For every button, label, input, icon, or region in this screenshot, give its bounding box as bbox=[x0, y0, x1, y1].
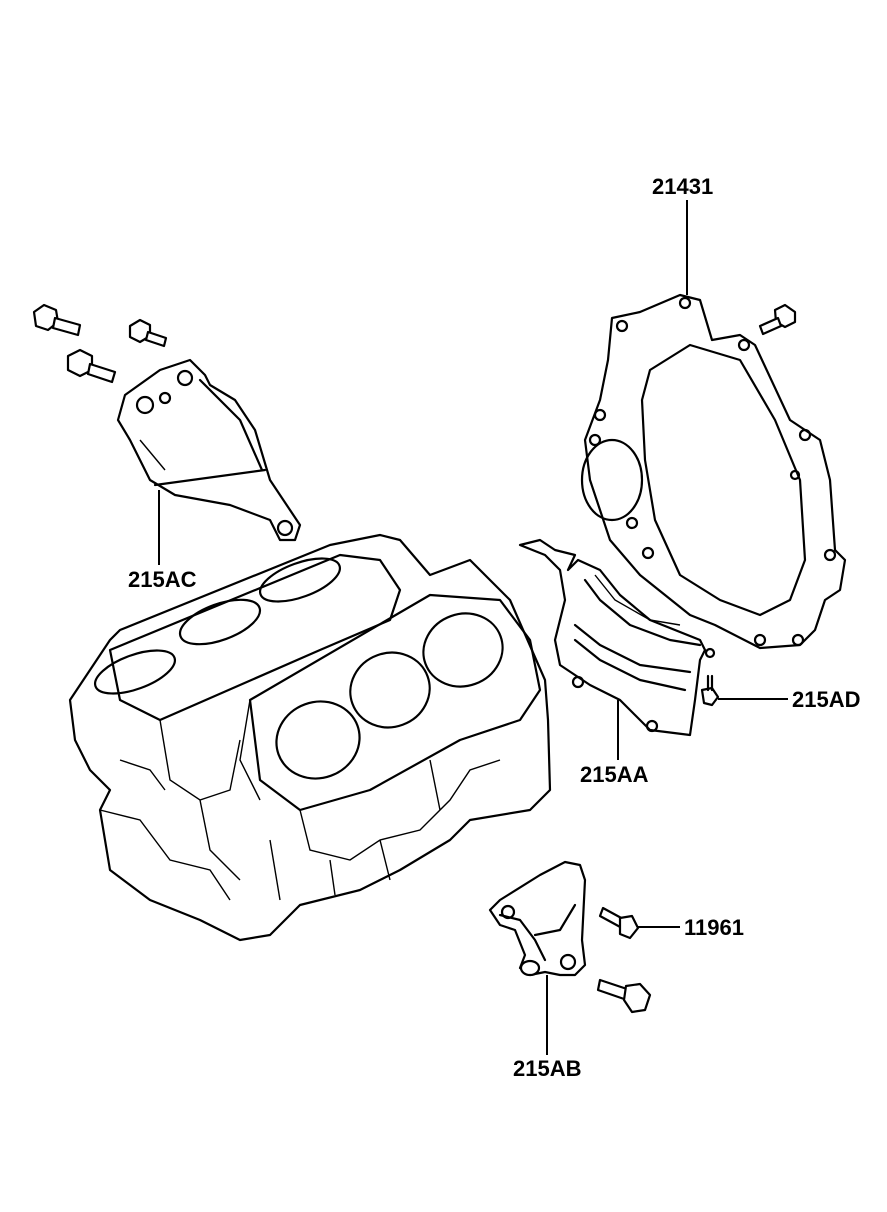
bolt-11961 bbox=[598, 906, 640, 940]
bolt-top-left-3 bbox=[66, 348, 117, 384]
part-label-gasket: 21431 bbox=[652, 174, 714, 199]
bracket-215ac bbox=[116, 358, 302, 542]
engine-block bbox=[68, 533, 552, 942]
bolt-top-left-1 bbox=[32, 303, 82, 337]
seal-housing-215aa bbox=[518, 538, 716, 737]
bolt-top-left-2 bbox=[128, 318, 168, 348]
bolt-215ad bbox=[700, 674, 720, 707]
part-label-bracket-bottom: 215AB bbox=[513, 1056, 582, 1081]
bolt-gasket bbox=[758, 303, 797, 336]
bolt-lower bbox=[596, 978, 652, 1014]
gasket-21431 bbox=[580, 293, 847, 650]
part-label-seal-housing: 215AA bbox=[580, 762, 649, 787]
part-label-bracket-top-left: 215AC bbox=[128, 567, 197, 592]
part-label-bolt-right: 215AD bbox=[792, 687, 861, 712]
part-label-bolt-lower: 11961 bbox=[684, 915, 744, 940]
bracket-215ab bbox=[488, 860, 587, 977]
